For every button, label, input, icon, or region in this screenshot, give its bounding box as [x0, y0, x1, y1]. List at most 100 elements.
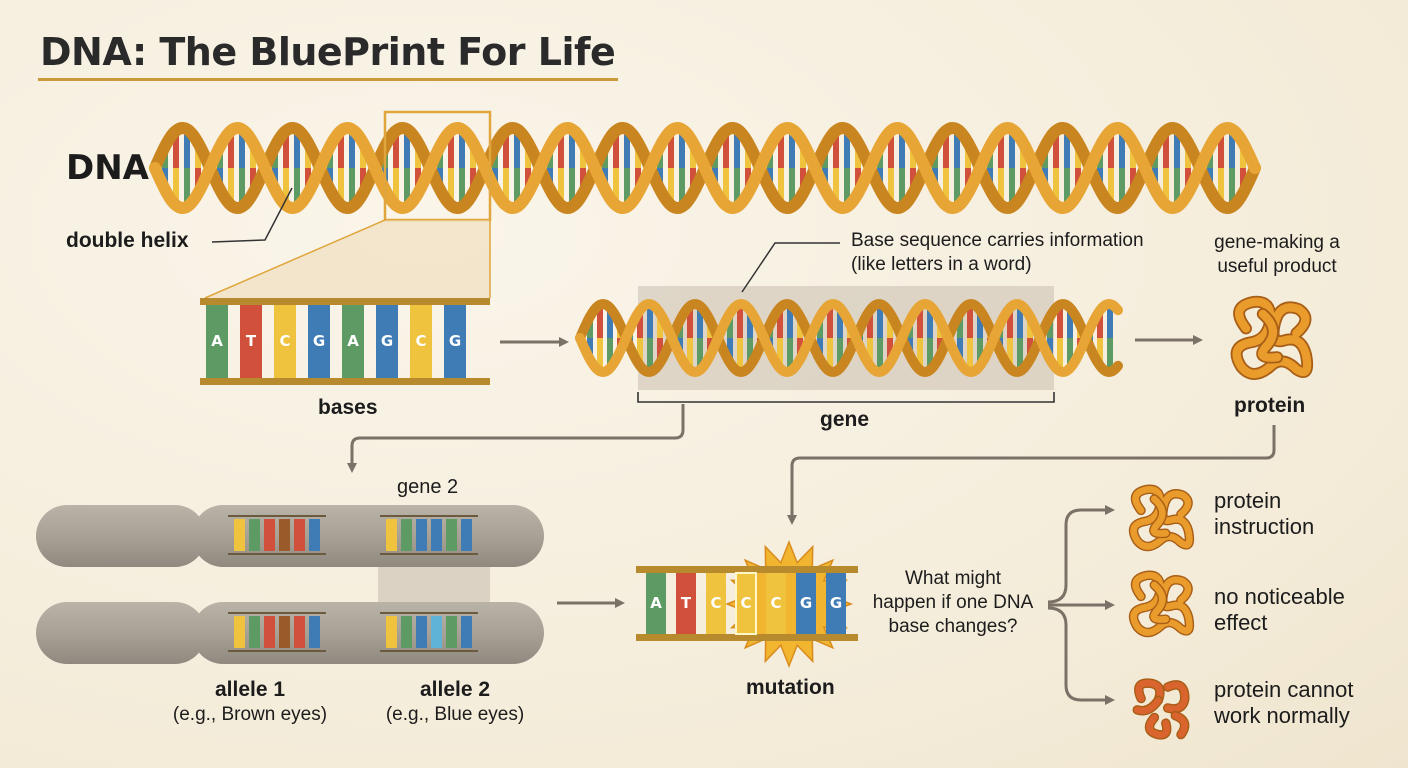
outcome3-line2: work normally — [1214, 703, 1350, 728]
outcome3-line1: protein cannot — [1214, 677, 1354, 702]
mutation-base-rung — [826, 573, 846, 634]
allele2-example: (e.g., Blue eyes) — [385, 704, 525, 725]
title-underline — [38, 78, 618, 81]
allele1-label: allele 1 — [214, 678, 286, 701]
gene-band — [309, 519, 320, 551]
gene-bracket — [637, 392, 1055, 403]
arrow-outcome-1 — [1047, 505, 1115, 604]
gene-band — [264, 616, 275, 648]
chromosome-gene-bands — [228, 515, 478, 652]
page-title: DNA: The BluePrint For Life — [40, 30, 616, 74]
gene-band — [386, 519, 397, 551]
gene-band — [446, 519, 457, 551]
mutation-base-rung — [766, 573, 786, 634]
gene-band — [416, 519, 427, 551]
protein-broken-icon — [1132, 678, 1190, 740]
mutation-base-letter: T — [680, 594, 692, 612]
base-letter: T — [245, 332, 257, 350]
gene-band — [294, 616, 305, 648]
gene-band — [279, 519, 290, 551]
mutation-base-letter: C — [710, 594, 722, 612]
protein-label: protein — [1234, 394, 1306, 417]
gene-band — [234, 519, 245, 551]
mutation-base-rung — [676, 573, 696, 634]
gene-band — [431, 616, 442, 648]
base-rung — [274, 305, 296, 378]
allele1-example: (e.g., Brown eyes) — [172, 704, 328, 725]
gene2-link — [378, 567, 490, 602]
allele2-label: allele 2 — [419, 678, 491, 701]
gene-band — [294, 519, 305, 551]
gene-band — [401, 519, 412, 551]
base-rung — [444, 305, 466, 378]
protein-instruction-icon — [1128, 484, 1195, 552]
question-line3: base changes? — [888, 616, 1018, 637]
question-line2: happen if one DNA — [872, 592, 1034, 613]
arrow-protein-to-mutation — [787, 425, 1276, 525]
gene-band — [386, 616, 397, 648]
gene-product-line1: gene-making a — [1214, 232, 1340, 253]
arrow-outcome-3 — [1047, 606, 1115, 705]
base-sequence-line1: Base sequence carries information — [851, 230, 1144, 251]
mutation-base-rung — [706, 573, 726, 634]
gene-label: gene — [820, 408, 870, 431]
base-letter: G — [380, 332, 394, 350]
mutation-base-letter: C — [770, 594, 782, 612]
outcome1-line1: protein — [1214, 488, 1282, 513]
gene2-label: gene 2 — [397, 476, 459, 498]
outcome2-line1: no noticeable — [1214, 584, 1345, 609]
base-rung — [410, 305, 432, 378]
mutation-base-letter: G — [829, 594, 843, 612]
gene-band — [446, 616, 457, 648]
base-sequence-line2: (like letters in a word) — [851, 254, 1032, 275]
mutation-base-letter: C — [740, 594, 752, 612]
gene-band — [264, 519, 275, 551]
base-sequence-leader — [741, 242, 840, 293]
gene-band — [279, 616, 290, 648]
base-letter: A — [347, 332, 359, 350]
mutation-base-letter: A — [650, 594, 662, 612]
base-letter: G — [312, 332, 326, 350]
gene-band — [461, 616, 472, 648]
protein-no-effect-icon — [1128, 570, 1195, 638]
question-line1: What might — [904, 568, 1002, 589]
base-rung — [240, 305, 262, 378]
gene-band — [401, 616, 412, 648]
zoom-projection — [205, 220, 490, 298]
base-rung — [206, 305, 228, 378]
bases-label: bases — [318, 396, 378, 419]
double-helix-label: double helix — [66, 229, 189, 252]
mutation-ladder — [636, 539, 858, 669]
base-letter: G — [448, 332, 462, 350]
outcome1-line2: instruction — [1214, 514, 1315, 539]
base-rung — [376, 305, 398, 378]
outcome2-line2: effect — [1214, 610, 1268, 635]
dna-label: DNA — [66, 148, 149, 188]
mutation-base-rung — [646, 573, 666, 634]
base-letter: C — [279, 332, 291, 350]
bases-ladder — [200, 298, 490, 385]
gene-band — [234, 616, 245, 648]
double-helix-leader — [211, 187, 293, 243]
mutation-label: mutation — [746, 676, 835, 699]
gene-helix — [575, 299, 1123, 377]
helix-strand-front — [149, 121, 1261, 215]
mutation-base-letter: G — [799, 594, 813, 612]
gene-band — [431, 519, 442, 551]
base-rung — [342, 305, 364, 378]
gene-band — [249, 519, 260, 551]
gene-band — [461, 519, 472, 551]
gene-band — [309, 616, 320, 648]
base-rung — [308, 305, 330, 378]
dna-double-helix — [149, 121, 1261, 215]
base-letter: C — [415, 332, 427, 350]
gene-product-line2: useful product — [1217, 256, 1337, 277]
mutation-base-rung — [796, 573, 816, 634]
gene-band — [416, 616, 427, 648]
mutation-base-rung — [735, 572, 757, 635]
base-letter: A — [211, 332, 223, 350]
protein-icon — [1230, 295, 1314, 380]
arrow-gene-to-chromosomes — [347, 404, 685, 473]
gene-band — [249, 616, 260, 648]
